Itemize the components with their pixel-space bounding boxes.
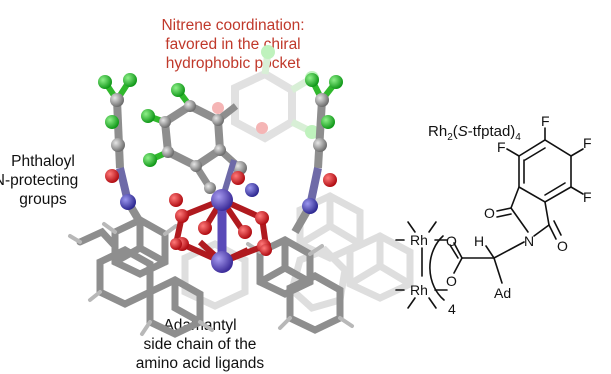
atom-O-carboxyl-bottom: O [446,273,457,289]
atom-O-carboxyl-top: O [446,233,457,249]
dirhodium-core [169,159,272,273]
adamantyl-abbrev: Ad [494,285,511,301]
skeletal-labels: F F F F O O N H Rh Rh O O Ad 4 [410,113,592,317]
adamantyl-background [181,192,414,312]
atom-Rh-top: Rh [410,232,428,248]
atom-N: N [524,233,534,249]
atom-Rh-bottom: Rh [410,282,428,298]
skeletal-structure [395,127,584,309]
atom-O-top: O [484,205,495,221]
phthaloyl-right [291,73,343,234]
catalyst-formula: Rh2(S-tfptad)4 [428,123,521,143]
atom-H: H [474,233,484,249]
phthaloyl-label: Phthaloyl N-protecting groups [0,153,79,208]
phthaloyl-front [141,83,247,194]
atom-F-right: F [583,189,592,205]
ligand-count: 4 [448,301,456,317]
atom-F-upper-right: F [583,135,592,151]
phthaloyl-back [212,45,319,143]
phthaloyl-left [98,73,144,225]
atom-F-top: F [541,113,550,129]
atom-F-left: F [497,139,506,155]
atom-O-bottom: O [557,238,568,254]
